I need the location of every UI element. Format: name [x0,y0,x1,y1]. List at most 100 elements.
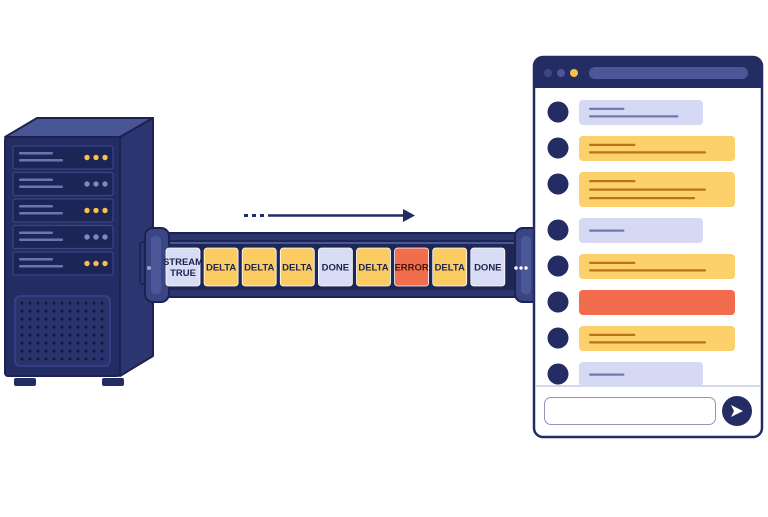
server-foot-left [14,378,36,386]
chip-label: DELTA [435,263,465,274]
chip-background [241,247,277,287]
server-foot-right [102,378,124,386]
vent-hole [100,325,104,329]
vent-hole [68,309,72,313]
vent-hole [60,317,64,321]
vent-hole [44,325,48,329]
overflow-dot [524,266,528,270]
vent-hole [44,317,48,321]
server-bay-line [19,159,63,162]
vent-hole [20,309,24,313]
pipe-left-rivet [147,266,151,270]
chip-background [432,247,468,287]
status-led-icon [84,207,90,214]
vent-hole [36,325,40,329]
chip-background [356,247,391,287]
vent-hole [68,333,72,337]
stream-event-chip: DELTA [241,247,277,287]
chip-label: STREAM [163,257,203,268]
server-bay-panel [12,145,114,170]
vent-hole [52,349,56,353]
vent-hole [68,301,72,305]
stream-event-chip: DELTA [356,247,391,287]
server-bay-panel [12,171,114,197]
chat-message[interactable] [547,100,704,125]
vent-hole [44,341,48,345]
status-led-icon [84,260,90,267]
message-text-line [589,151,706,154]
server-bay-line [19,152,53,155]
vent-hole [36,349,40,353]
message-bubble [579,326,735,351]
more-horizontal-icon [514,266,528,270]
chat-message[interactable] [547,290,736,315]
chat-message[interactable] [547,172,736,207]
avatar-icon [547,137,569,159]
send-button[interactable] [722,396,752,426]
window-dot-maximize[interactable] [570,69,578,77]
vent-hole [52,357,56,361]
arrow-dash [252,214,256,217]
vent-hole [28,317,32,321]
chat-message-input[interactable] [544,397,716,425]
vent-hole [92,349,96,353]
server-bay-line [19,265,63,268]
vent-hole [28,349,32,353]
vent-hole [84,325,88,329]
chat-message[interactable] [547,254,736,279]
vent-hole [68,317,72,321]
vent-hole [20,349,24,353]
vent-hole [52,325,56,329]
message-bubble [579,100,703,125]
message-bubble [579,362,703,387]
vent-hole [84,341,88,345]
window-dot-minimize[interactable] [557,69,565,77]
stream-event-chip: DONE [317,247,353,287]
window-dot-close[interactable] [544,69,552,77]
vent-hole [36,317,40,321]
chat-message-list [547,100,736,387]
server-bay [12,251,114,276]
chip-background [203,247,239,287]
vent-hole [36,333,40,337]
server-bay-line [19,238,63,241]
overflow-dot [514,266,518,270]
message-bubble [579,254,735,279]
server-bay-line [19,185,63,188]
chat-message[interactable] [547,218,704,243]
address-bar[interactable] [589,67,748,79]
server-vent-grid [20,301,104,361]
arrow-dash [260,214,264,217]
chat-message[interactable] [547,362,704,387]
vent-hole [100,349,104,353]
vent-hole [52,317,56,321]
vent-hole [100,301,104,305]
vent-hole [68,341,72,345]
vent-hole [60,301,64,305]
avatar-icon [547,291,569,313]
message-bubble [579,218,703,243]
avatar-icon [547,327,569,349]
message-text-line [589,333,636,336]
vent-hole [20,301,24,305]
server-rack-icon [4,117,154,386]
vent-hole [68,349,72,353]
vent-hole [44,301,48,305]
message-bubble [579,136,735,161]
server-bay [12,145,114,170]
vent-hole [20,341,24,345]
vent-hole [100,333,104,337]
chat-message[interactable] [547,136,736,161]
status-led-icon [93,260,99,267]
message-text-line [589,197,696,200]
message-text-line [589,180,636,183]
vent-hole [28,333,32,337]
vent-hole [92,309,96,313]
server-bay [12,224,114,250]
status-led-icon [93,154,99,161]
chat-message[interactable] [547,326,736,351]
server-vent-panel [14,295,111,367]
server-bay-line [19,258,53,261]
